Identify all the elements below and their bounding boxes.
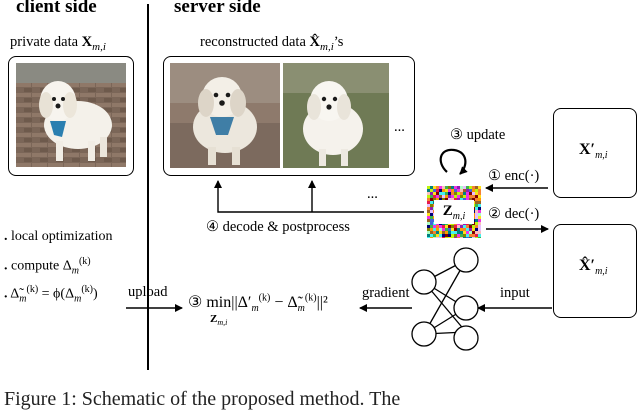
decode-arrow xyxy=(218,181,424,212)
neural-network-icon xyxy=(412,248,478,350)
update-loop-arrow xyxy=(441,150,466,174)
